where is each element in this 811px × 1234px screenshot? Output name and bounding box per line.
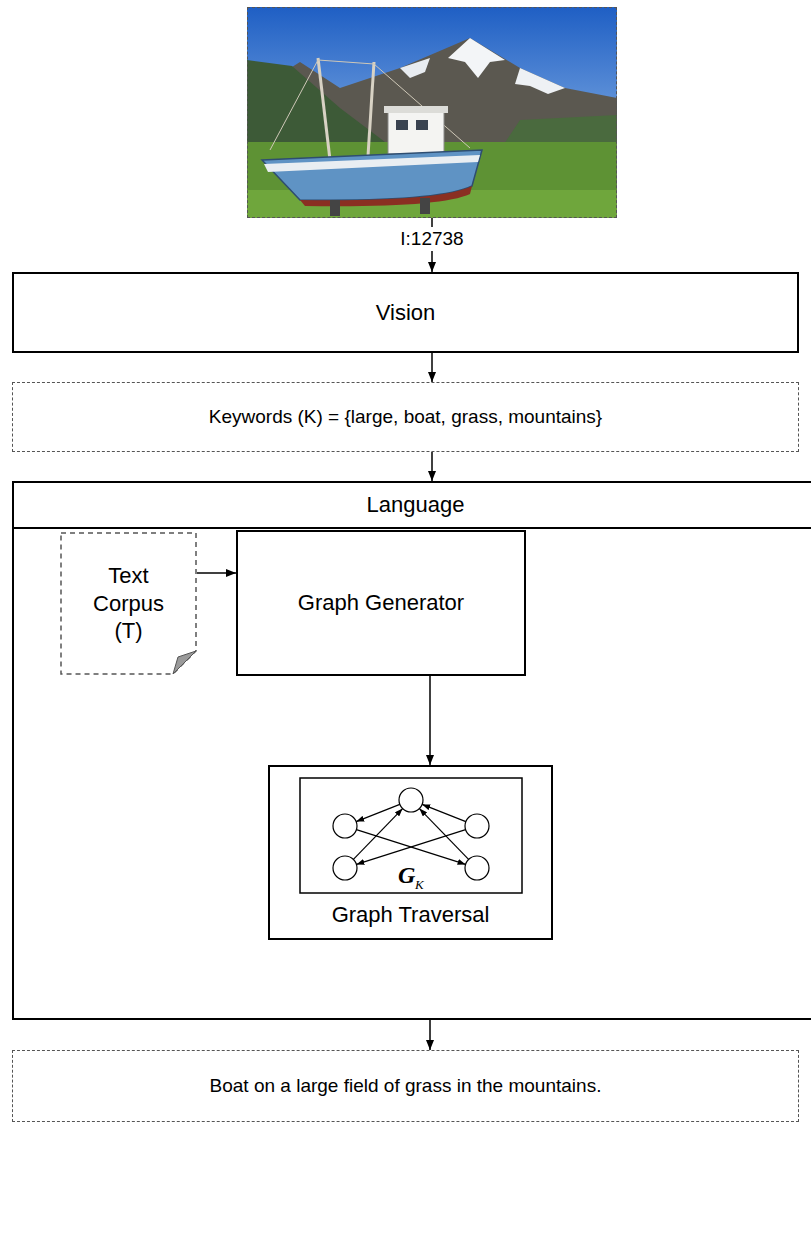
flow-arrow (429, 1020, 431, 1050)
graph-vertex (465, 814, 489, 838)
boat-stripe (264, 155, 480, 172)
image-box: I:12738 (247, 7, 617, 218)
mast (318, 58, 330, 160)
node-label: Boat on a large field of grass in the mo… (210, 1074, 602, 1098)
node-label: Keywords (K) = {large, boat, grass, moun… (209, 405, 602, 429)
graph-vertex (333, 814, 357, 838)
data-box: Keywords (K) = {large, boat, grass, moun… (12, 382, 799, 452)
flow-arrow (431, 452, 433, 481)
cabin-window (416, 120, 428, 130)
flow-arrow (431, 353, 433, 382)
graph-symbol: G (398, 862, 415, 889)
document-border (61, 533, 196, 674)
module-title: Language (14, 483, 811, 529)
graph-vertex (333, 856, 357, 880)
rigging (270, 60, 318, 150)
snow (448, 38, 505, 78)
hill (247, 60, 385, 152)
module-box: LanguageText Corpus (T) Graph GeneratorGr… (12, 481, 811, 1020)
process-box: Graph Generator (236, 530, 526, 676)
graph-arc (356, 830, 465, 865)
node-label: I:12738 (396, 227, 467, 251)
snow (400, 58, 430, 78)
sky (247, 7, 617, 218)
snow (515, 68, 565, 94)
cabin (388, 112, 444, 154)
page-fold (173, 651, 196, 674)
process-box: Graph Traversal (268, 765, 553, 940)
graph-vertex (465, 856, 489, 880)
mast (368, 62, 374, 156)
boat-hull (262, 150, 482, 200)
graph-arc (356, 830, 465, 865)
boat-keel (300, 186, 472, 206)
flow-arrow (429, 676, 431, 765)
node-label: Graph Traversal (332, 901, 490, 929)
document-shape: Text Corpus (T) (60, 532, 197, 675)
graph-vertex (399, 788, 423, 812)
graph-frame (300, 778, 522, 893)
graph-subscript: K (415, 877, 424, 893)
cabin-roof (384, 106, 448, 113)
node-label: Graph Generator (298, 589, 464, 617)
node-label: Vision (376, 299, 436, 327)
boat-stand (330, 200, 340, 216)
flow-arrow (197, 572, 236, 574)
node-label: Text Corpus (T) (87, 562, 171, 645)
output-box: Boat on a large field of grass in the mo… (12, 1050, 799, 1122)
graph-figure (300, 778, 522, 893)
process-box: Vision (12, 272, 799, 353)
boat-stand (420, 198, 430, 214)
rigging (318, 60, 374, 64)
grass (247, 142, 617, 218)
photo (247, 7, 617, 218)
cabin-window (396, 120, 408, 130)
